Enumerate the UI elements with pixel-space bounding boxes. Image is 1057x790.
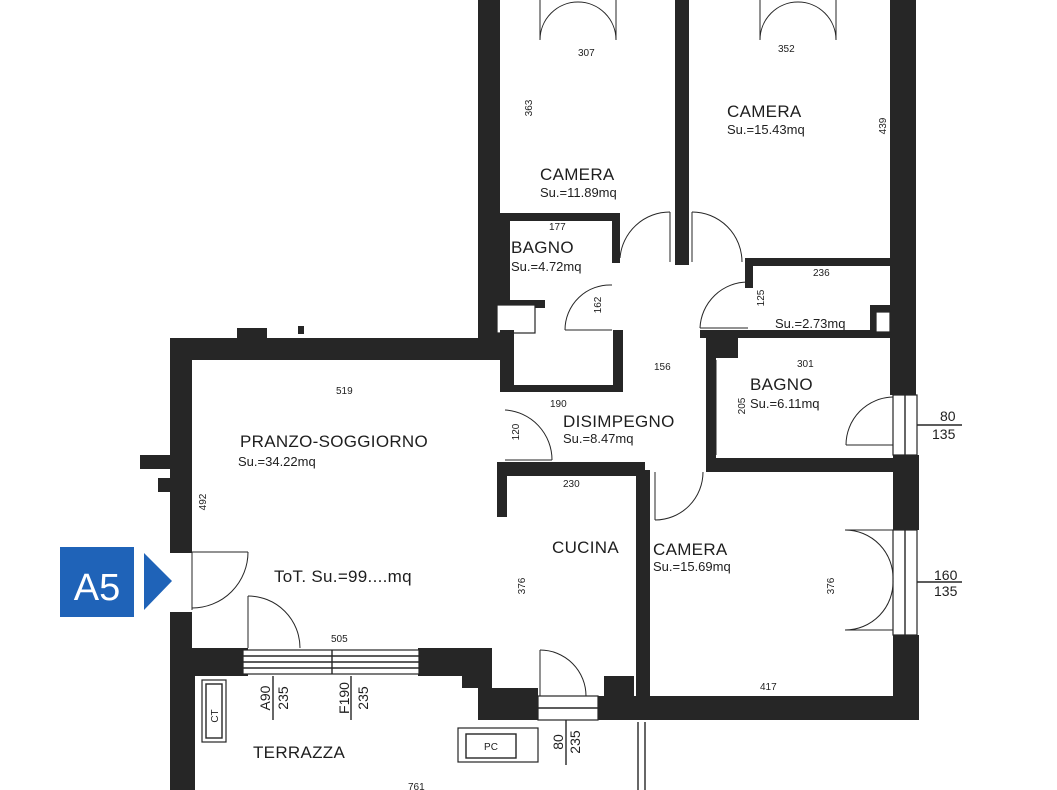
camera-right-area: Su.=15.43mq — [727, 122, 805, 137]
dim-307: 307 — [578, 48, 595, 59]
dim-301: 301 — [797, 359, 814, 370]
bagno-left-name: BAGNO — [511, 238, 574, 257]
camera-bottom-area: Su.=15.69mq — [653, 559, 731, 574]
dim-492: 492 — [198, 493, 209, 510]
dim-190: 190 — [550, 399, 567, 410]
f190-height: 235 — [355, 686, 371, 710]
unit-badge: A5 — [60, 547, 172, 617]
dim-505: 505 — [331, 634, 348, 645]
w2-width: 160 — [934, 567, 958, 583]
pranzo-name: PRANZO-SOGGIORNO — [240, 432, 428, 451]
dimension-labels: 307 352 363 439 177 162 236 125 156 301 … — [198, 44, 889, 790]
dim-363: 363 — [524, 99, 535, 116]
camera-left-name: CAMERA — [540, 165, 615, 184]
camera-bottom-name: CAMERA — [653, 540, 728, 559]
total-area: ToT. Su.=99....mq — [274, 567, 412, 586]
dim-162: 162 — [593, 296, 604, 313]
f190-label: F190 — [336, 682, 352, 714]
disimpegno-area: Su.=8.47mq — [563, 431, 633, 446]
bagno-left-area: Su.=4.72mq — [511, 259, 581, 274]
a90-label: A90 — [257, 685, 273, 710]
room-labels: CAMERA Su.=11.89mq CAMERA Su.=15.43mq BA… — [238, 102, 845, 762]
dim-519: 519 — [336, 386, 353, 397]
camera-right-name: CAMERA — [727, 102, 802, 121]
dim-120: 120 — [511, 423, 522, 440]
dim-236: 236 — [813, 268, 830, 279]
dim-205: 205 — [737, 397, 748, 414]
dim-417: 417 — [760, 682, 777, 693]
pc-label: PC — [484, 742, 498, 753]
cucina-name: CUCINA — [552, 538, 619, 557]
terrazza-name: TERRAZZA — [253, 743, 345, 762]
dim-156: 156 — [654, 362, 671, 373]
fixtures: CT PC — [201, 679, 539, 763]
w2-height: 135 — [934, 583, 958, 599]
dim-177: 177 — [549, 222, 566, 233]
dim-125: 125 — [756, 289, 767, 306]
ripostiglio-area: Su.=2.73mq — [775, 316, 845, 331]
a90-height: 235 — [275, 686, 291, 710]
d80-height: 235 — [567, 730, 583, 754]
dim-230: 230 — [563, 479, 580, 490]
disimpegno-name: DISIMPEGNO — [563, 412, 675, 431]
dim-761: 761 — [408, 782, 425, 790]
w1-height: 135 — [932, 426, 956, 442]
dim-352: 352 — [778, 44, 795, 55]
pranzo-area: Su.=34.22mq — [238, 454, 316, 469]
dim-376-camera: 376 — [826, 577, 837, 594]
dim-376-cucina: 376 — [517, 577, 528, 594]
window-labels: 80 135 160 135 A90 235 F190 235 80 235 — [257, 408, 962, 765]
bagno-right-area: Su.=6.11mq — [750, 396, 820, 411]
d80-label: 80 — [550, 734, 566, 750]
windows — [242, 394, 918, 790]
unit-badge-label: A5 — [74, 567, 120, 609]
walls — [140, 0, 919, 790]
bagno-right-name: BAGNO — [750, 375, 813, 394]
ct-label: CT — [210, 709, 221, 722]
dim-439: 439 — [878, 117, 889, 134]
doors — [191, 0, 894, 697]
w1-width: 80 — [940, 408, 956, 424]
camera-left-area: Su.=11.89mq — [540, 185, 617, 200]
